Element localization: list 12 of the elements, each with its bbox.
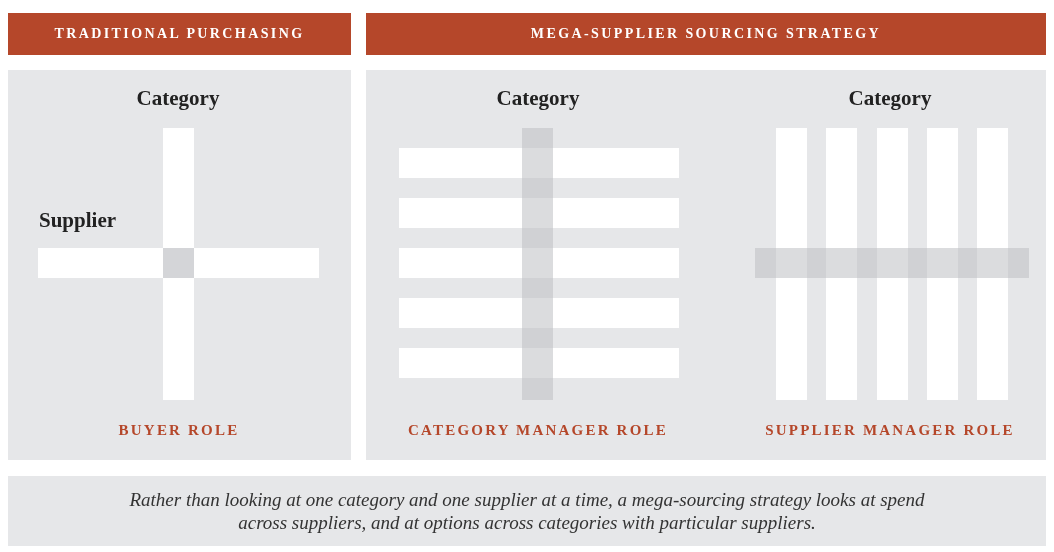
row-heading: Supplier [39, 208, 117, 233]
column-heading: Category [136, 86, 220, 111]
caption: Rather than looking at one category and one supplier at a time, a mega-sourcing strategy looks at spend across suppliers, and at options across categories with particular suppliers. [128, 488, 926, 534]
column-heading: Category [496, 86, 580, 111]
panel [8, 70, 351, 460]
role-label: BUYER ROLE [118, 422, 240, 439]
section-header: MEGA-SUPPLIER SOURCING STRATEGY [366, 13, 1046, 55]
role-label: SUPPLIER MANAGER ROLE [765, 422, 1015, 439]
column-heading: Category [848, 86, 932, 111]
section-header: TRADITIONAL PURCHASING [8, 13, 351, 55]
role-label: CATEGORY MANAGER ROLE [408, 422, 668, 439]
panel [366, 70, 1046, 460]
